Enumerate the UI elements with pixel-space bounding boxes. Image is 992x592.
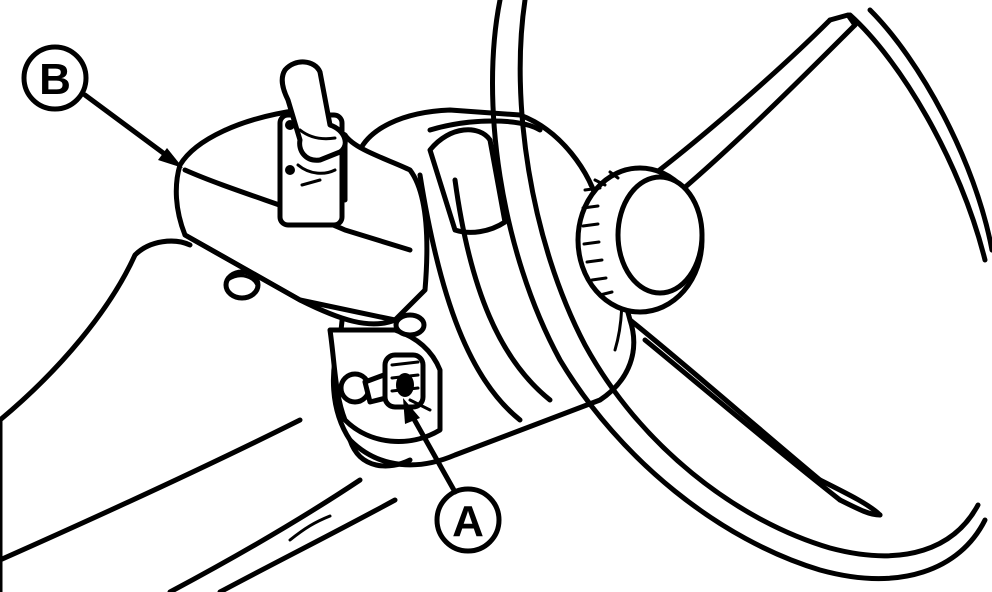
steering-wheel <box>490 0 992 582</box>
callout-b: B <box>21 44 183 168</box>
horn-button-cap <box>615 174 705 296</box>
ignition-key <box>279 59 348 163</box>
callout-a-leader <box>407 409 458 495</box>
ignition-switch-block <box>173 59 430 327</box>
callout-b-leader <box>82 92 173 161</box>
dashboard-panel <box>0 238 398 592</box>
callout-a-label: A <box>452 497 484 546</box>
callout-a: A <box>403 398 502 554</box>
callout-b-label: B <box>39 55 71 104</box>
